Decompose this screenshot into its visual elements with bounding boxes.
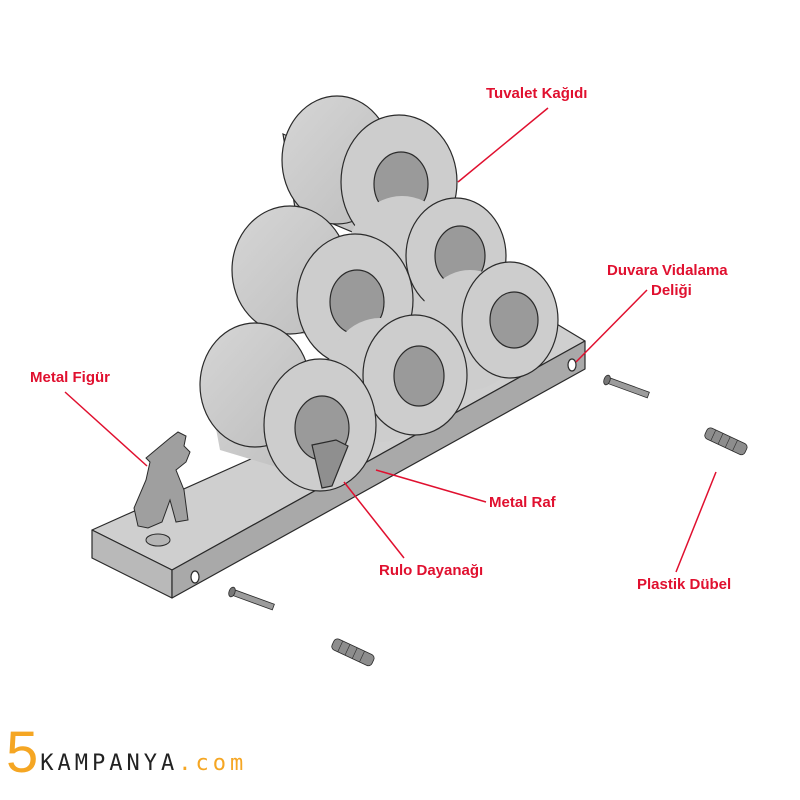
roll-stopper — [311, 439, 349, 489]
logo-name: KAMPANYA.com — [40, 751, 247, 776]
leader-toilet-paper — [457, 107, 549, 183]
metal-figure — [133, 431, 191, 547]
screw-right — [603, 374, 650, 399]
label-wall-screw-hole-line2: Deliği — [651, 282, 692, 299]
label-toilet-paper: Tuvalet Kağıdı — [486, 85, 588, 102]
screw-left — [228, 586, 275, 611]
toilet-paper-roll — [418, 261, 559, 390]
label-plastic-dowel: Plastik Dübel — [637, 576, 732, 593]
screw-hole-left — [190, 570, 200, 584]
label-wall-screw-hole-line1: Duvara Vidalama — [607, 262, 728, 279]
leader-wall-hole — [575, 289, 648, 363]
leader-plastic-dowel — [675, 471, 717, 573]
toilet-paper-stack — [199, 95, 559, 492]
plastic-dowel-left — [331, 638, 375, 667]
leader-metal-shelf — [375, 469, 487, 503]
label-roll-stopper: Rulo Dayanağı — [379, 562, 484, 579]
brand-logo: 5 KAMPANYA.com — [6, 722, 247, 782]
label-metal-shelf: Metal Raf — [489, 494, 556, 511]
toilet-paper-roll — [199, 322, 377, 492]
logo-brand: KAMPANYA — [40, 751, 179, 776]
logo-tld: .com — [178, 751, 248, 776]
screw-hole-right — [567, 358, 577, 372]
label-metal-figure: Metal Figür — [30, 369, 111, 386]
callout-lines — [64, 107, 717, 573]
toilet-paper-roll — [326, 314, 468, 442]
leader-metal-figure — [64, 391, 148, 467]
logo-digit: 5 — [6, 720, 39, 785]
plastic-dowel-right — [704, 427, 748, 456]
leader-roll-stopper — [343, 481, 405, 559]
